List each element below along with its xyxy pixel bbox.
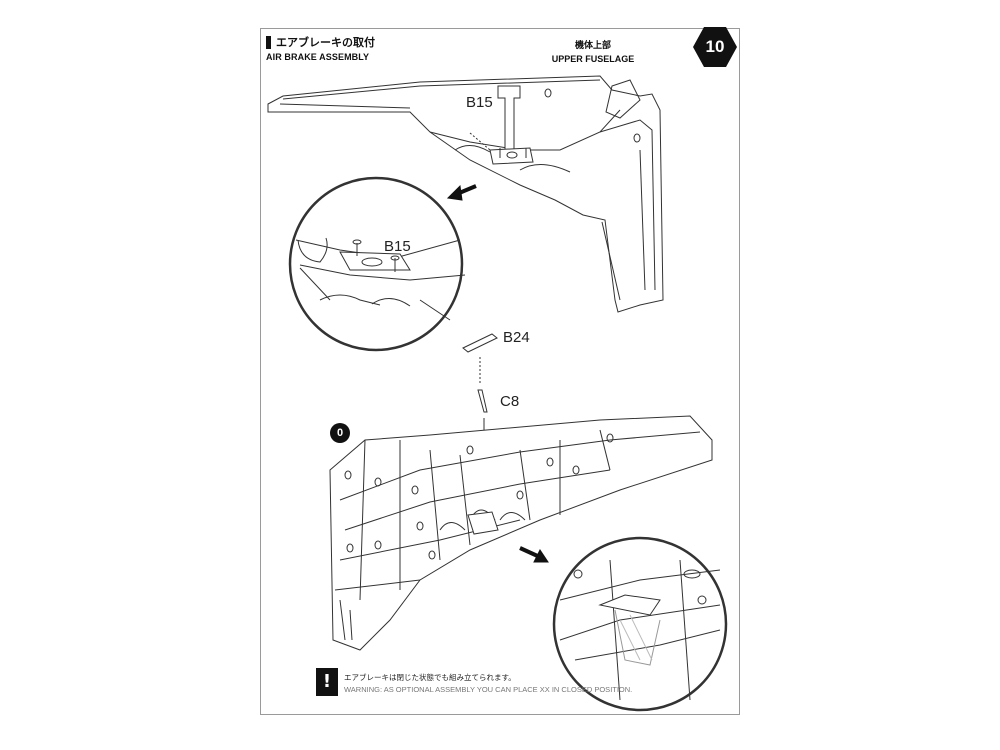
section-subtitle: 機体上部 UPPER FUSELAGE [548,38,638,64]
sub-step-marker: 0 [330,423,350,443]
step-number-badge: 10 [692,26,738,68]
warning-icon: ! [316,668,338,696]
title-english: AIR BRAKE ASSEMBLY [266,52,370,62]
assembly-note: ! エアブレーキは閉じた状態でも組み立てられます。 WARNING: AS OP… [316,668,632,698]
hexagon-icon [693,27,737,67]
lower-aircraft-drawing [329,415,713,651]
subtitle-english: UPPER FUSELAGE [551,54,635,64]
part-label-c8: C8 [500,393,520,410]
part-label-b15-detail: B15 [384,238,411,255]
upper-fuselage-drawing [267,75,664,313]
detail-circle-top [288,176,466,352]
title-japanese: エアブレーキの取付 [276,36,375,49]
note-japanese: エアブレーキは閉じた状態でも組み立てられます。 [344,673,516,682]
part-label-b24: B24 [503,329,530,346]
title-marker [266,36,271,49]
detail-circle-bottom [552,536,728,712]
part-label-b15: B15 [466,94,493,111]
step-number: 10 [705,37,725,56]
note-english: WARNING: AS OPTIONAL ASSEMBLY YOU CAN PL… [344,685,633,694]
subtitle-japanese: 機体上部 [574,41,611,51]
